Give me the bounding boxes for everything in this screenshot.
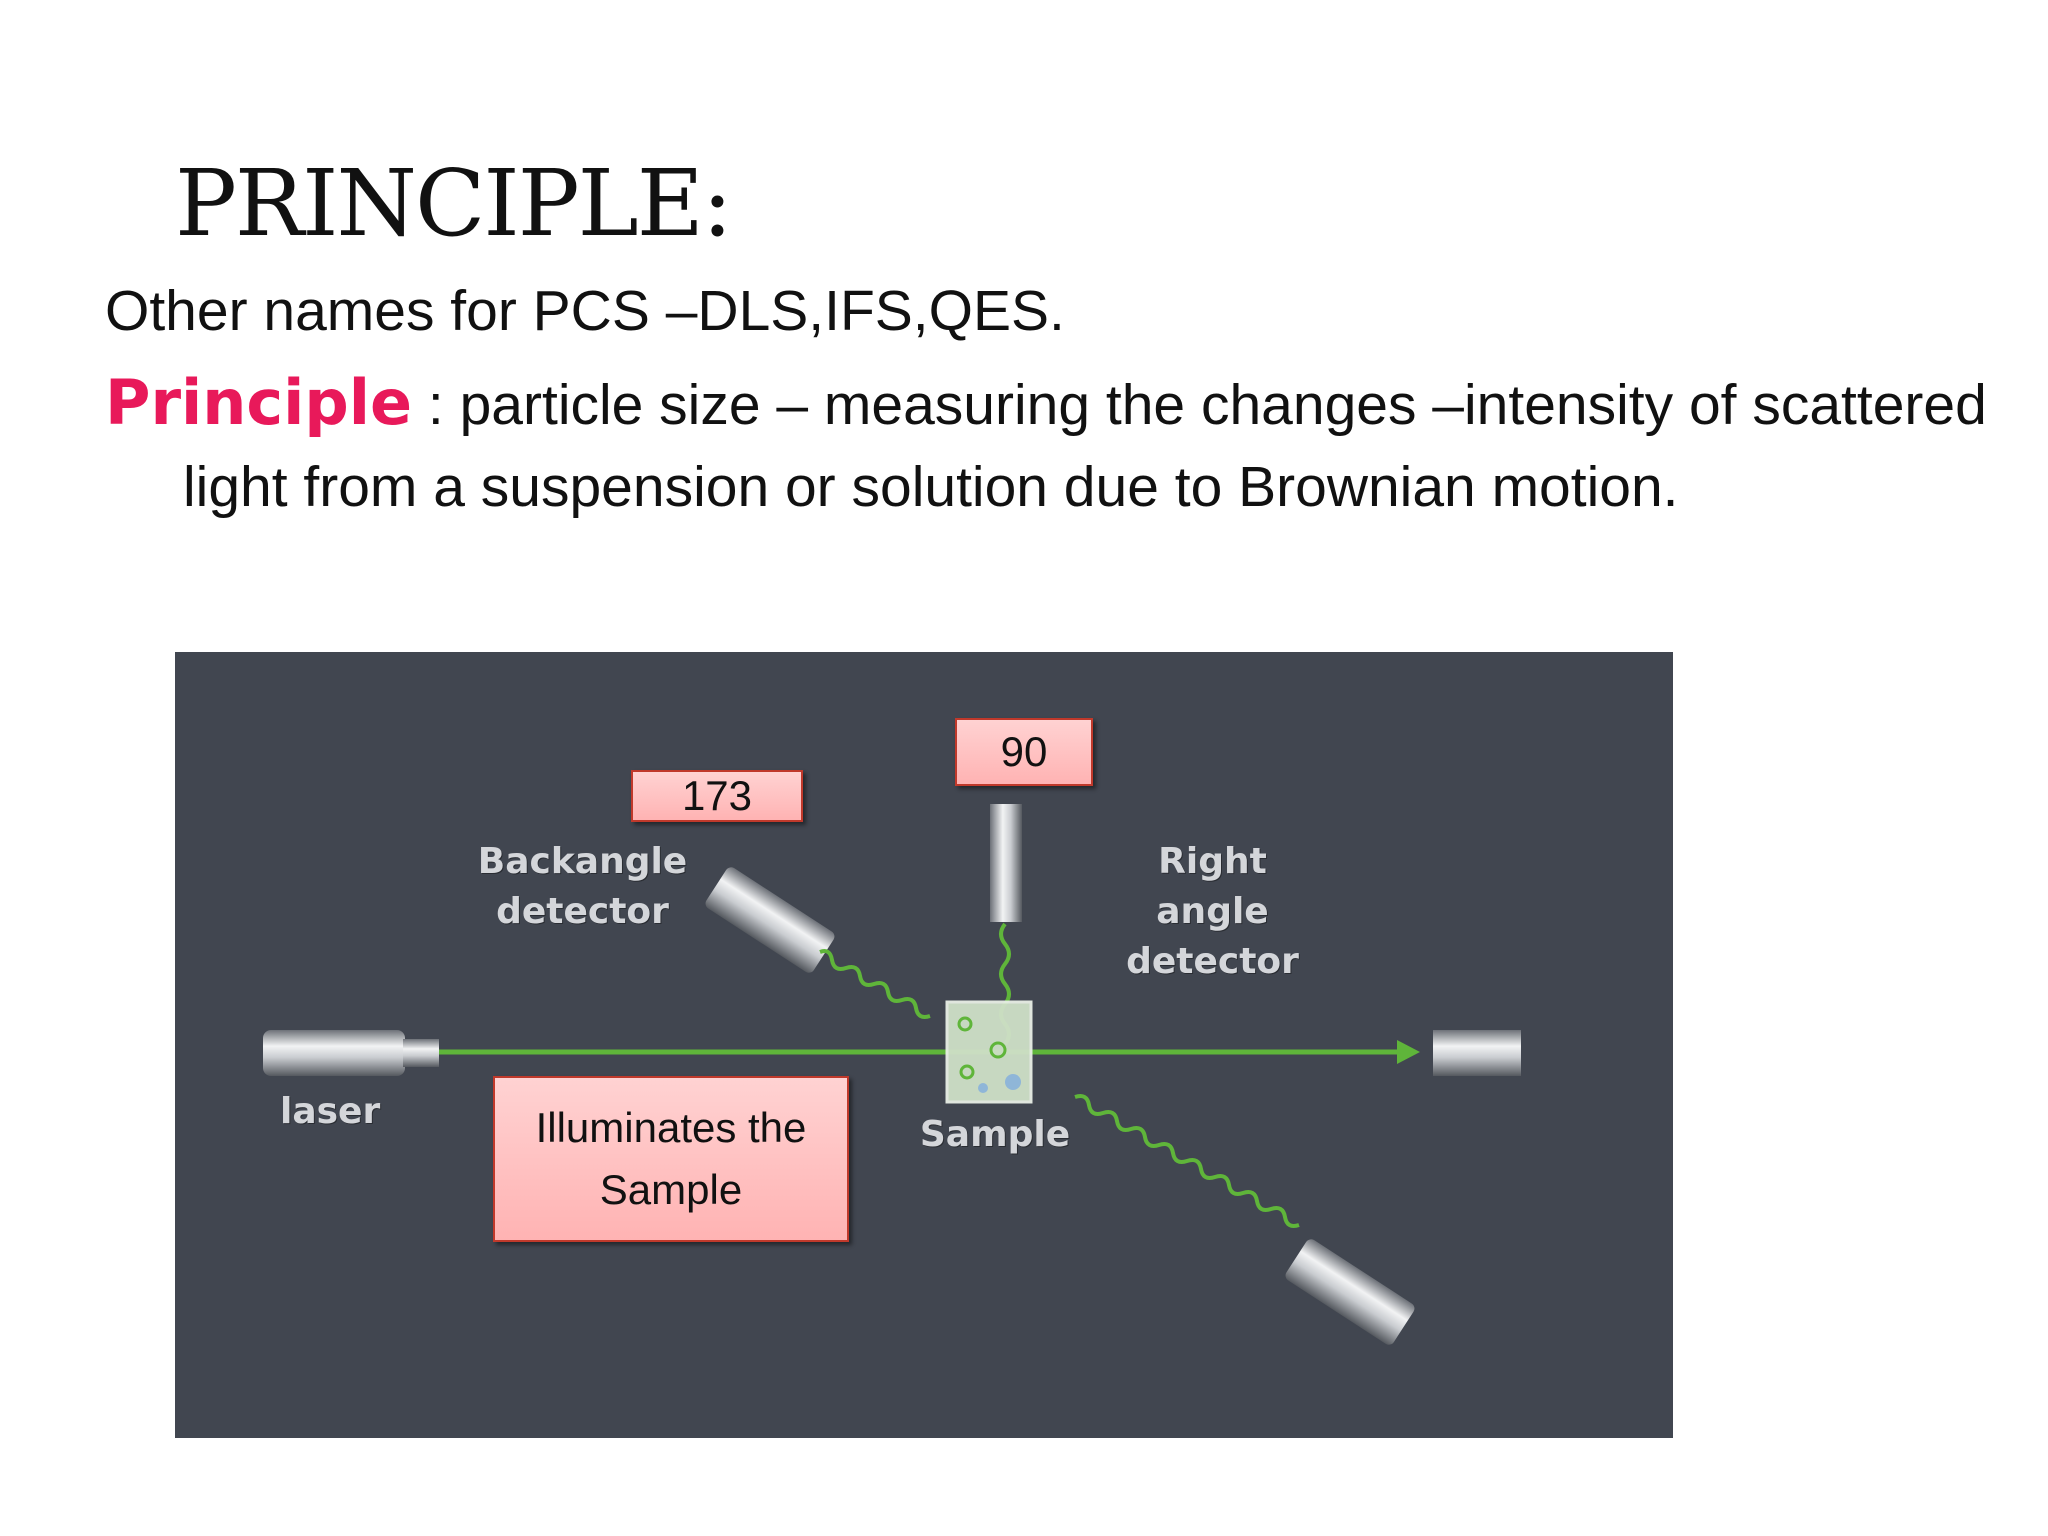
angle-90-callout: 90 [955, 718, 1093, 786]
right-angle-detector-icon [990, 804, 1022, 922]
dls-setup-diagram: Backangle detector Right angle detector … [175, 652, 1673, 1438]
illuminates-sample-callout: Illuminates the Sample [493, 1076, 849, 1242]
sample-label: Sample [919, 1114, 1071, 1155]
slide-title: PRINCIPLE: [175, 150, 733, 257]
diagram-graphic [263, 804, 1521, 1345]
right-angle-detector-label: Right angle detector [1126, 841, 1299, 982]
forward-detector-icon [1285, 1239, 1415, 1345]
beam-arrowhead [1397, 1040, 1420, 1064]
angle-173-callout: 173 [631, 770, 803, 822]
scatter-ray-forward [1074, 1094, 1300, 1228]
laser-label: laser [280, 1091, 381, 1132]
principle-text: : particle size – measuring the changes … [183, 373, 1987, 519]
laser-icon [263, 1030, 439, 1076]
principle-label: Principle [105, 366, 413, 439]
other-names-line: Other names for PCS –DLS,IFS,QES. [105, 279, 1065, 343]
sample-cuvette-icon [945, 1000, 1033, 1104]
backangle-detector-icon [705, 867, 835, 973]
principle-paragraph: Principle : particle size – measuring th… [105, 362, 2013, 528]
backangle-detector-label: Backangle detector [477, 841, 688, 932]
scatter-ray-backangle [819, 949, 931, 1019]
transmission-detector-icon [1433, 1030, 1521, 1076]
